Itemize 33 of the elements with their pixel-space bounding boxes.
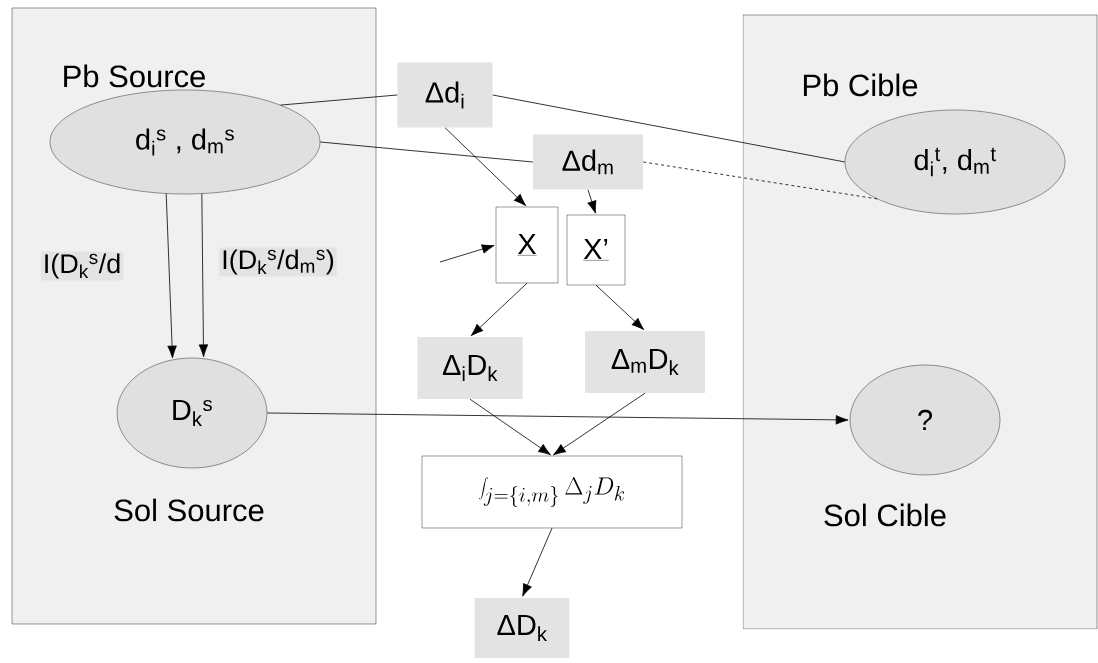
panel-heading: Pb Source <box>64 64 205 88</box>
connector-line <box>492 94 846 163</box>
edge-label: I(D$_{k}$$^{s}$/d$_{m}$$^{s}$) <box>219 247 337 277</box>
arrow <box>470 282 528 336</box>
arrow <box>439 244 495 263</box>
connector-line <box>280 94 398 106</box>
ellipse-node: d$_{i}$$^{t}$, d$_{m}$t <box>844 109 1066 215</box>
panel-heading: Pb Cible <box>803 73 918 97</box>
process-box: $\int_{j=\{i,m\}} \Delta_{j} D_{k}$ <box>421 455 683 529</box>
ellipse-node: D$_{k}$s <box>116 357 268 469</box>
edge-label: I(D$_{k}$$^{s}$/d <box>40 251 124 281</box>
process-box: X’ <box>566 214 626 286</box>
ellipse-node: ? <box>849 364 1001 476</box>
arrow <box>522 527 553 597</box>
arrow <box>587 189 597 214</box>
arrow <box>198 193 209 358</box>
arrow <box>469 398 551 456</box>
arrow <box>266 412 849 425</box>
label-patch: ΔD$_{k}$ <box>474 598 570 658</box>
label-patch: Δ$_{m}$D$_{k}$ <box>585 331 705 393</box>
panel-heading: Sol Cible <box>824 503 946 527</box>
label-patch: Δd$_{i}$ <box>397 62 493 128</box>
panel-heading: Sol Source <box>114 498 264 522</box>
connector-line <box>642 161 878 200</box>
arrow <box>553 392 646 456</box>
label-patch: Δd$_{m}$ <box>533 134 643 190</box>
arrow <box>444 127 527 206</box>
label-patch: Δ$_{i}$D$_{k}$ <box>417 337 523 399</box>
connector-line <box>319 141 534 163</box>
process-box: X <box>495 206 559 284</box>
arrow <box>595 284 645 330</box>
arrow <box>165 193 177 359</box>
ellipse-node: d$_{i}$$^{s}$ , d$_{m}$s <box>49 89 321 195</box>
